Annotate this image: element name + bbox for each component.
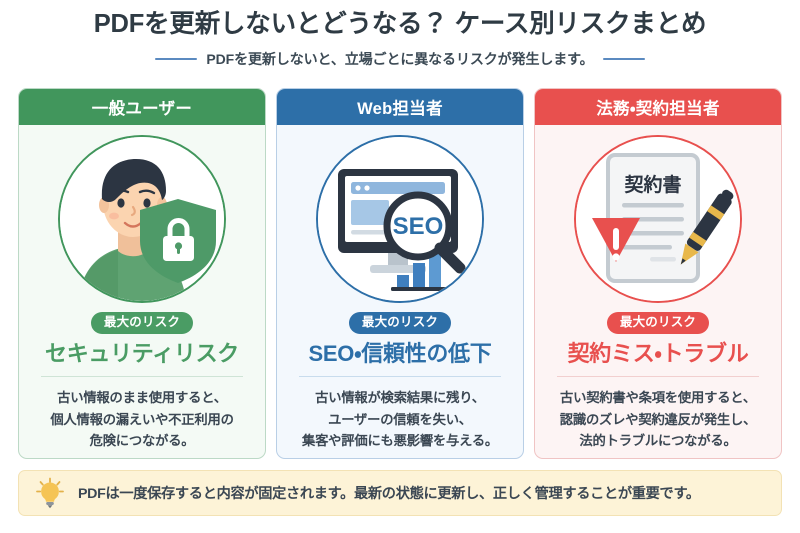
- card-divider: [41, 376, 243, 378]
- footer-note: PDFは一度保存すると内容が固定されます。最新の状態に更新し、正しく管理すること…: [18, 470, 782, 516]
- card-body-legal-contract: 契約書: [535, 125, 781, 458]
- card-body-web-manager: SEO 最大のリスク SEO・信頼性の低下 古い情報が検索結果に残り、 ユーザー…: [277, 125, 523, 458]
- monitor-seo-magnifier-chart-icon: SEO: [316, 135, 484, 303]
- badge-legal-contract: 最大のリスク: [606, 312, 710, 334]
- desc-line: 古い情報が検索結果に残り、: [315, 390, 485, 406]
- card-header-general-user: 一般ユーザー: [19, 89, 265, 125]
- risk-card-legal-contract: 法務・契約担当者 契約書: [534, 88, 782, 459]
- card-divider: [557, 376, 759, 378]
- description-general-user: 古い情報のまま使用すると、 個人情報の漏えいや不正利用の 危険につながる。: [34, 387, 250, 452]
- badge-web-manager: 最大のリスク: [348, 312, 452, 334]
- card-divider: [299, 376, 501, 378]
- desc-line: 法的トラブルにつながる。: [579, 433, 737, 449]
- desc-line: 認識のズレや契約違反が発生し、: [559, 411, 757, 427]
- rule-right-decoration: [602, 57, 645, 60]
- desc-line: 危険につながる。: [89, 433, 195, 449]
- page-title: PDFを更新しないとどうなる？ ケース別リスクまとめ: [93, 10, 707, 38]
- seo-label: SEO: [393, 213, 444, 240]
- header: PDFを更新しないとどうなる？ ケース別リスクまとめ PDFを更新しないと、立場…: [0, 0, 800, 69]
- desc-line: 古い情報のまま使用すると、: [57, 390, 227, 406]
- person-with-shield-lock-icon: [58, 135, 226, 303]
- card-header-web-manager: Web担当者: [277, 89, 523, 125]
- footer-note-text: PDFは一度保存すると内容が固定されます。最新の状態に更新し、正しく管理すること…: [78, 486, 700, 502]
- risk-card-web-manager: Web担当者: [276, 88, 524, 459]
- page-subtitle: PDFを更新しないと、立場ごとに異なるリスクが発生します。: [206, 50, 594, 67]
- risk-cards-row: 一般ユーザー: [18, 88, 782, 459]
- description-legal-contract: 古い契約書や条項を使用すると、 認識のズレや契約違反が発生し、 法的トラブルにつ…: [550, 387, 766, 452]
- badge-general-user: 最大のリスク: [90, 312, 194, 334]
- risk-title-legal-contract: 契約ミス・トラブル: [567, 341, 749, 366]
- contract-document-warning-pen-icon: 契約書: [574, 135, 742, 303]
- risk-card-general-user: 一般ユーザー: [18, 88, 266, 459]
- risk-title-general-user: セキュリティリスク: [45, 341, 239, 366]
- contract-label: 契約書: [624, 173, 681, 196]
- desc-line: ユーザーの信頼を失い、: [328, 411, 472, 427]
- rule-left-decoration: [155, 57, 198, 60]
- desc-line: 個人情報の漏えいや不正利用の: [50, 411, 234, 427]
- desc-line: 古い契約書や条項を使用すると、: [560, 390, 756, 406]
- description-web-manager: 古い情報が検索結果に残り、 ユーザーの信頼を失い、 集客や評価にも悪影響を与える…: [292, 387, 508, 452]
- risk-title-web-manager: SEO・信頼性の低下: [308, 341, 492, 366]
- card-body-general-user: 最大のリスク セキュリティリスク 古い情報のまま使用すると、 個人情報の漏えいや…: [19, 125, 265, 458]
- desc-line: 集客や評価にも悪影響を与える。: [301, 433, 499, 449]
- lightbulb-icon: [35, 477, 65, 509]
- subtitle-row: PDFを更新しないと、立場ごとに異なるリスクが発生します。: [0, 49, 800, 69]
- card-header-legal-contract: 法務・契約担当者: [535, 89, 781, 125]
